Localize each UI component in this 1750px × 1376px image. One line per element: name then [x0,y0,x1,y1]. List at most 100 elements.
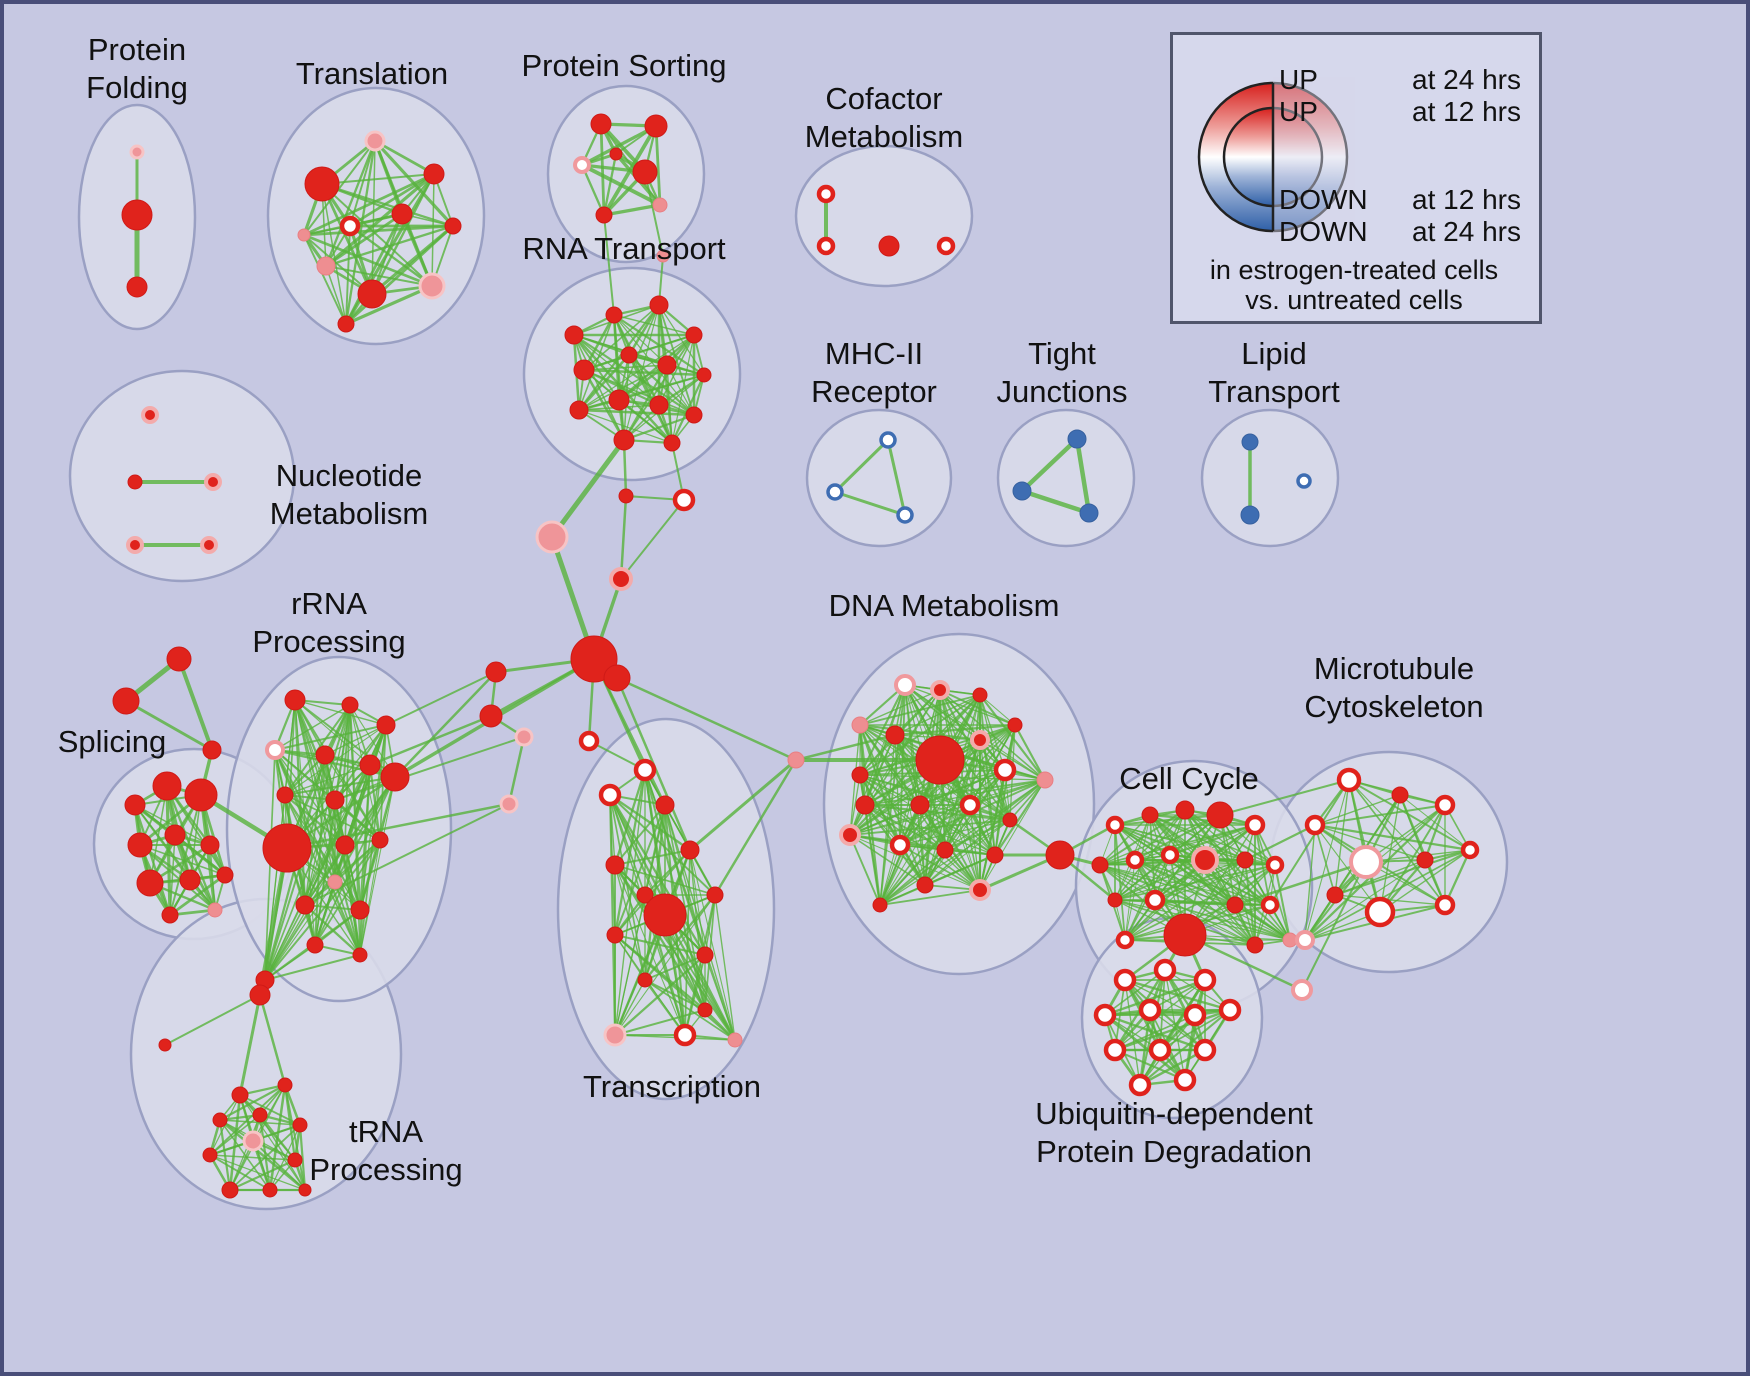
network-node [896,506,914,524]
network-node [423,163,445,185]
network-node [337,315,355,333]
network-edge [1124,824,1256,941]
network-edge [1304,824,1316,941]
network-edge [582,368,626,442]
legend-down-12-dir: DOWN [1279,184,1368,215]
network-edge [1134,824,1256,861]
network-node [1246,936,1264,954]
network-edge [1133,858,1237,907]
network-edge [614,1009,706,1036]
network-edge [1114,854,1171,901]
network-edge [344,704,351,846]
network-node [706,886,724,904]
network-edge [684,849,691,1036]
network-edge [302,172,436,237]
network-node [121,199,153,231]
network-edge [324,212,404,268]
network-node [573,359,595,381]
network-edge [864,769,1006,806]
network-edge [664,804,706,956]
network-node [727,1032,743,1048]
network-edge [979,769,1006,891]
network-node [136,869,164,897]
network-node [391,203,413,225]
network-node [685,326,703,344]
network-edge [1183,933,1304,992]
network-node [643,893,687,937]
legend-right-fade [1273,77,1355,237]
network-edge [334,736,525,801]
network-node [1206,801,1234,829]
network-node [1141,806,1159,824]
network-edge [324,224,455,268]
network-edge [894,694,981,736]
network-edge [1334,779,1350,896]
network-edge [794,733,897,762]
network-node [916,876,934,894]
network-node [649,395,669,415]
network-edge [994,769,1006,856]
network-node [618,488,634,504]
network-edge [1154,864,1276,901]
network-edge [1219,779,1350,816]
network-edge [1134,859,1271,906]
cluster-cofactor-metabolism [794,144,974,288]
network-edge [578,364,668,411]
legend-graphic: UP at 24 hrs UP at 12 hrs DOWN at 12 hrs… [1197,64,1521,315]
network-node [1295,930,1315,950]
network-node [608,389,630,411]
network-edge [1113,858,1207,902]
network-edge [304,799,336,906]
network-edge [628,334,695,356]
network-node [1391,786,1409,804]
network-edge [689,849,736,1041]
network-node [696,367,712,383]
network-node [1138,998,1162,1022]
legend-up-12-dir: UP [1279,96,1318,127]
network-edge [1348,779,1446,906]
network-edge [879,844,901,906]
network-edge [283,793,317,947]
network-node [636,886,654,904]
network-edge [578,409,673,444]
network-node [1113,968,1137,992]
network-node [930,680,950,700]
network-node [970,730,990,750]
network-edge [580,163,662,207]
network-edge [968,778,1047,807]
network-edge [264,944,316,981]
network-edge [228,1158,297,1192]
network-edge [864,804,881,906]
network-node [221,1181,239,1199]
network-edge [320,182,455,228]
network-node [200,835,220,855]
network-node [1036,771,1054,789]
network-edge [1314,824,1426,861]
network-node [287,1152,303,1168]
network-edge [133,803,172,917]
network-edge [858,723,882,907]
network-edge [173,833,227,877]
network-node [672,488,696,512]
network-node [371,831,389,849]
network-node [380,762,410,792]
network-edge [1314,794,1401,826]
network-edge [164,994,261,1046]
network-node [298,1183,312,1197]
network-edge [614,894,716,1036]
network-edge [1099,864,1236,906]
network-edge [1304,849,1471,941]
network-edge [1269,779,1350,906]
legend-down-12-time: at 12 hrs [1412,184,1521,215]
network-node [936,841,954,859]
network-edge [582,368,706,377]
network-edge [314,799,336,946]
network-edge [1314,824,1336,896]
network-node [202,1147,218,1163]
network-node [295,895,315,915]
network-node [1416,851,1434,869]
network-node [655,795,675,815]
network-node [357,279,387,309]
network-node [327,874,343,890]
